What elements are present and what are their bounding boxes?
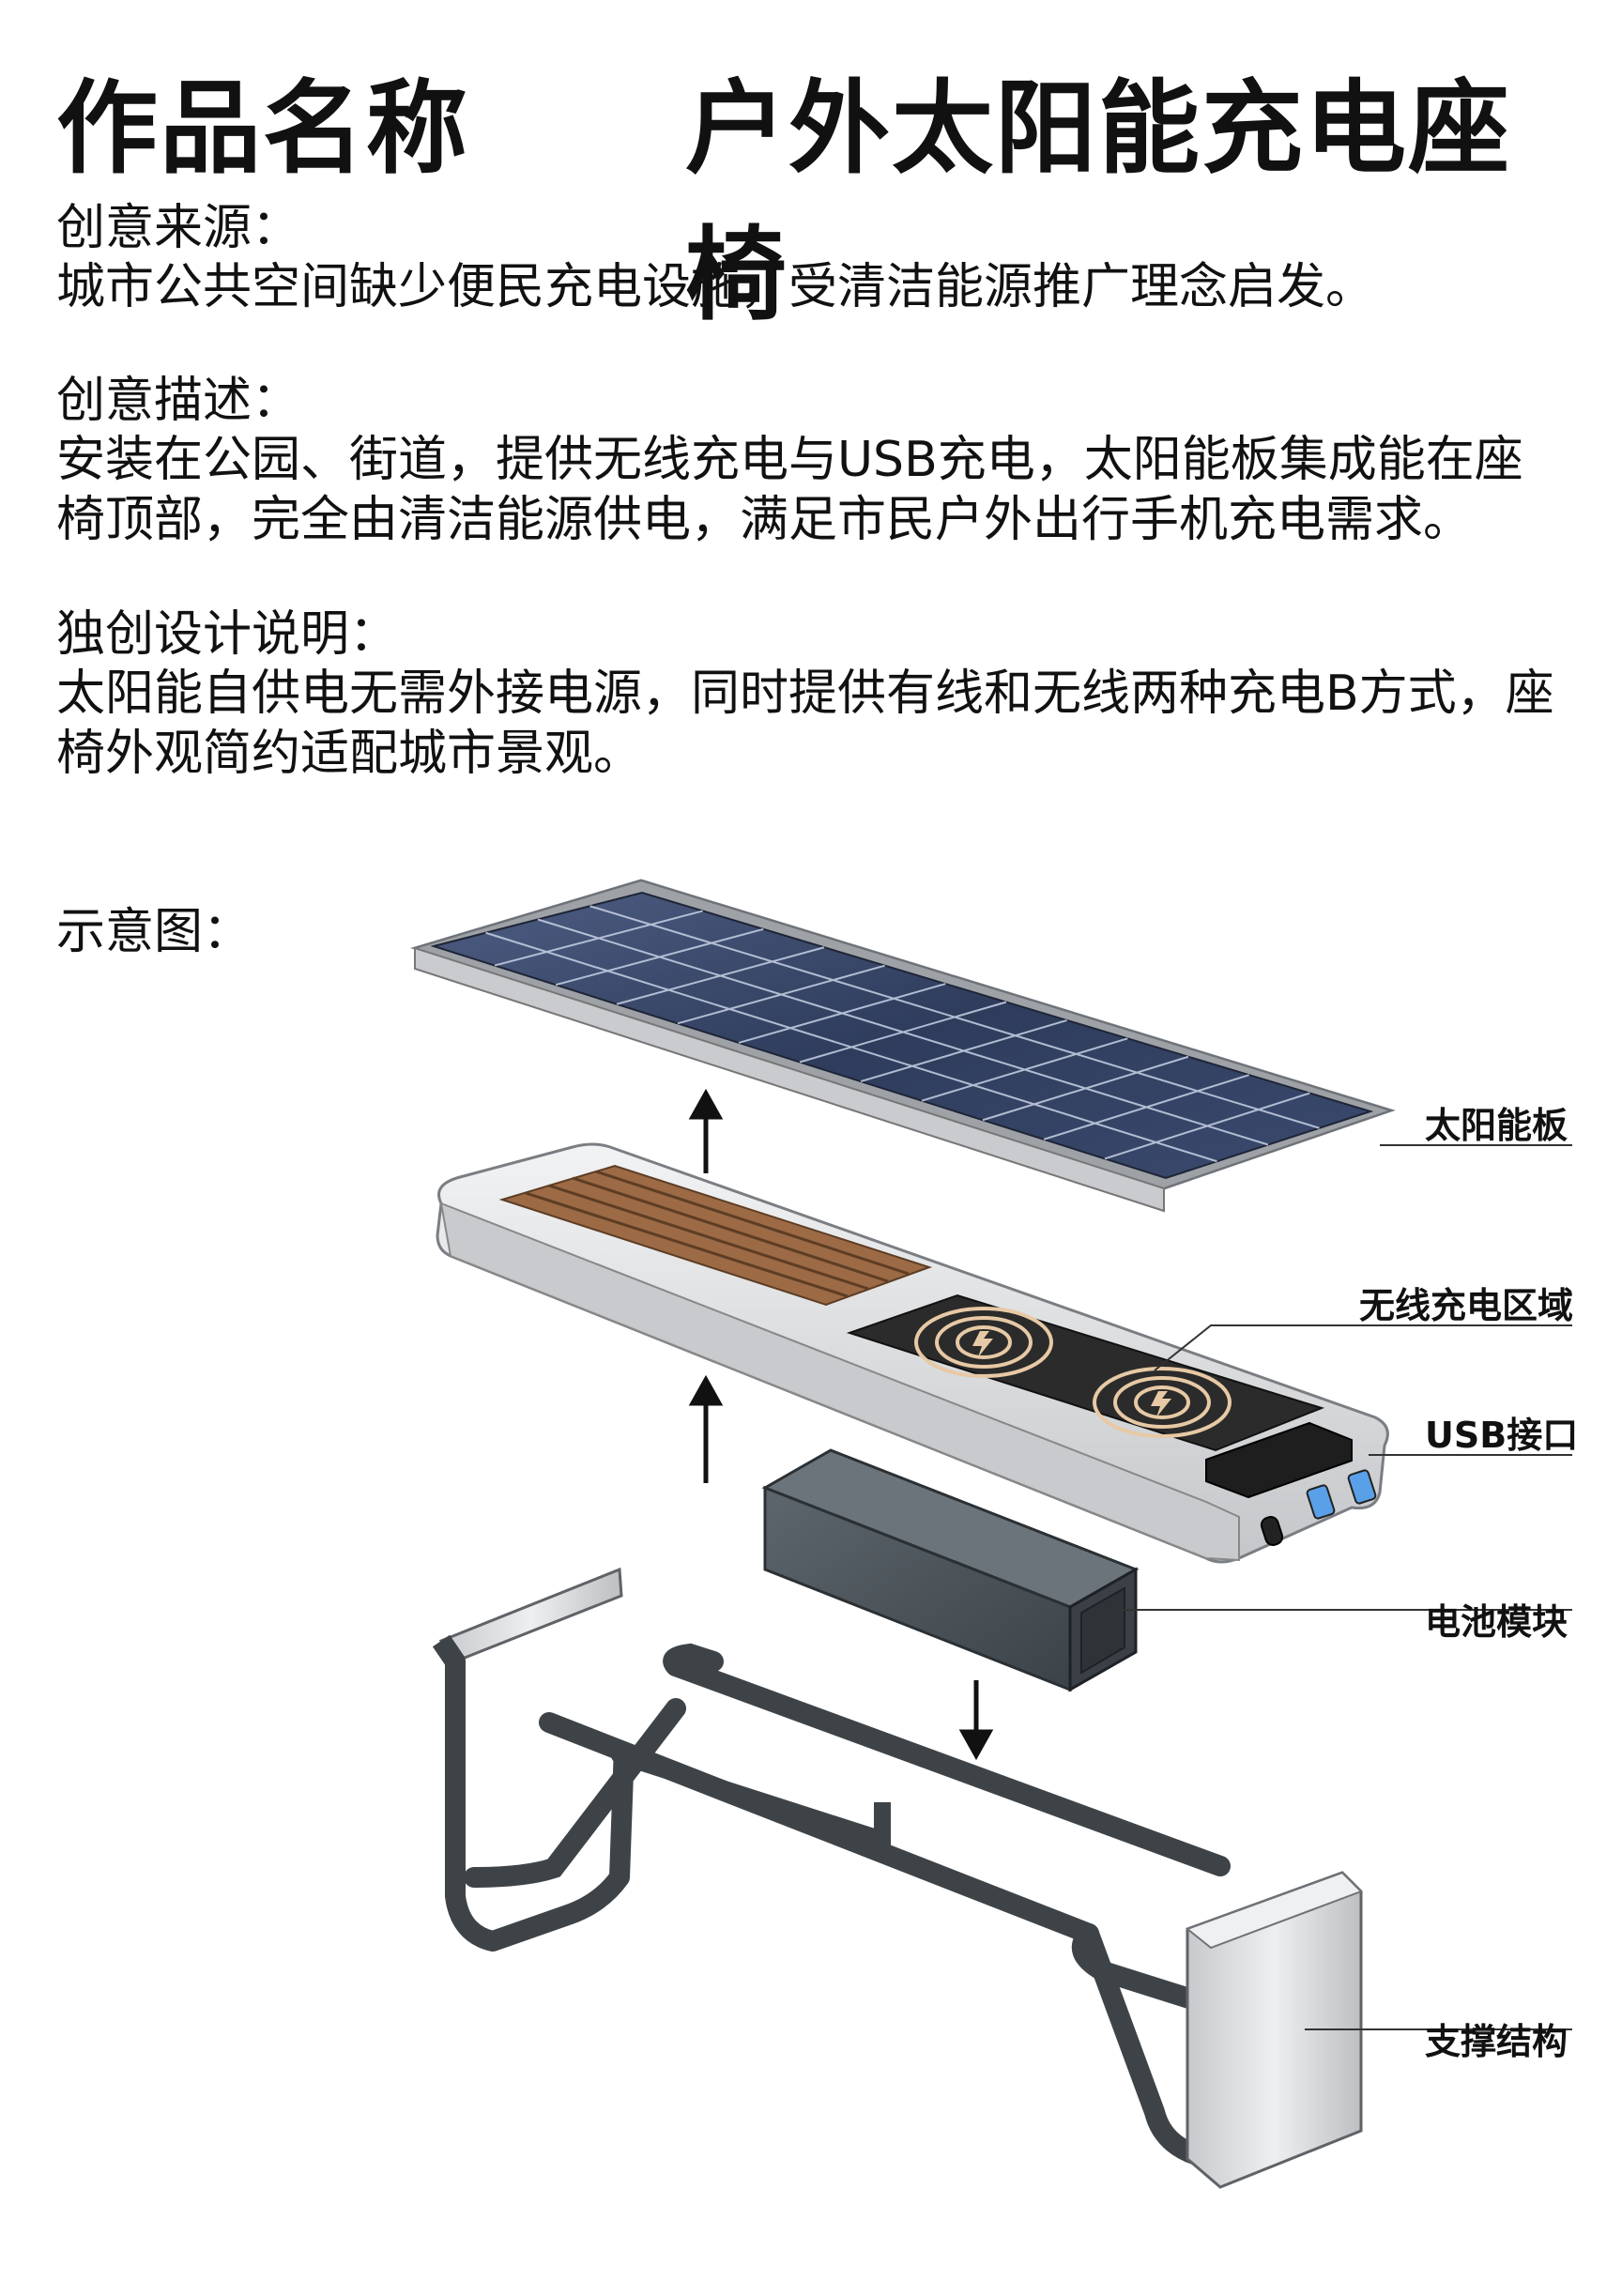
section-body-line: 椅顶部，完全由清洁能源供电，满足市民户外出行手机充电需求。 xyxy=(56,492,1473,548)
section-heading: 创意来源： xyxy=(56,200,301,256)
solar-panel xyxy=(409,879,1396,1213)
wood-slat-lines xyxy=(525,1170,910,1298)
solar-grid-line xyxy=(537,918,1269,1146)
title-label: 作品名称 xyxy=(56,70,470,188)
diagram-label: 示意图： xyxy=(56,904,252,960)
arrow-down-icon xyxy=(958,1729,994,1761)
title-row: 作品名称 户外太阳能充电座椅 xyxy=(56,47,1566,334)
callout-wireless-zone: 无线充电区域 xyxy=(1359,1285,1574,1326)
assembly-arrows xyxy=(688,1088,994,1761)
solar-grid-line xyxy=(589,905,1320,1129)
callout-usb-port: USB接口 xyxy=(1425,1415,1579,1456)
callout-leaders xyxy=(1103,1144,1572,2030)
callout-battery: 电池模块 xyxy=(1425,1601,1568,1643)
arrow-up-icon xyxy=(688,1374,724,1406)
callout-support: 支撑结构 xyxy=(1425,2021,1568,2062)
title-value: 户外太阳能充电座椅 xyxy=(685,70,1512,334)
control-strip xyxy=(1205,1421,1353,1499)
section-heading: 创意描述： xyxy=(56,373,301,429)
section-body-line: 椅外观简约适配城市景观。 xyxy=(56,726,643,782)
wireless-coil-icons xyxy=(914,1307,1232,1438)
section-body-line: 太阳能自供电无需外接电源，同时提供有线和无线两种充电B方式，座 xyxy=(56,666,1554,722)
section-body-line: 城市公共空间缺少便民充电设施，受清洁能源推广理念启发。 xyxy=(56,259,1375,315)
wood-slats xyxy=(498,1164,933,1307)
section-body-line: 安装在公园、街道，提供无线充电与USB充电，太阳能板集成能在座 xyxy=(56,432,1523,488)
section-heading: 独创设计说明： xyxy=(56,606,399,663)
solar-cell-grid xyxy=(485,905,1320,1163)
battery-module xyxy=(761,1448,1140,1692)
support-frame xyxy=(432,1567,1363,2189)
section-creative-source: 创意来源： 城市公共空间缺少便民充电设施，受清洁能源推广理念启发。 xyxy=(56,199,1577,317)
usb-port-cluster xyxy=(1260,1469,1377,1546)
section-unique-design: 独创设计说明： 太阳能自供电无需外接电源，同时提供有线和无线两种充电B方式，座 … xyxy=(56,605,1577,784)
callout-solar-panel: 太阳能板 xyxy=(1425,1105,1568,1146)
seat-body xyxy=(436,1142,1389,1564)
section-creative-description: 创意描述： 安装在公园、街道，提供无线充电与USB充电，太阳能板集成能在座 椅顶… xyxy=(56,372,1577,550)
wireless-bolt-icons xyxy=(972,1331,1171,1417)
solar-grid-line xyxy=(485,931,1217,1163)
arrow-up-icon xyxy=(688,1088,724,1120)
